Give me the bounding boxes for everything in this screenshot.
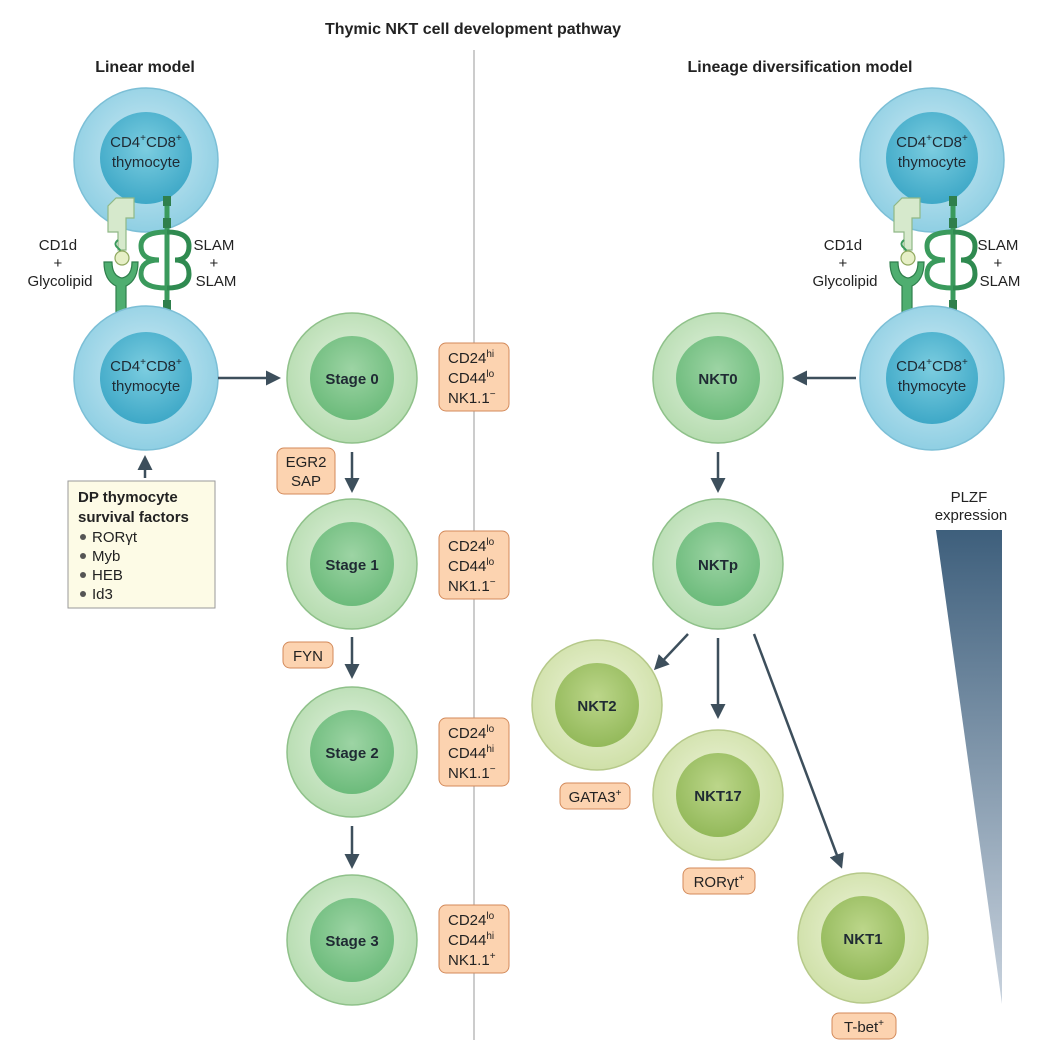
arrow-nktp-to-nkt2 [653, 633, 689, 671]
svg-text:CD44hi: CD44hi [448, 744, 494, 762]
survival-factor-list: RORγt Myb HEB Id3 [80, 529, 138, 603]
svg-text:CD4+CD8+: CD4+CD8+ [110, 133, 182, 151]
svg-text:CD4+CD8+: CD4+CD8+ [896, 133, 968, 151]
svg-text:FYN: FYN [293, 648, 323, 665]
svg-text:NK1.1−: NK1.1− [448, 764, 496, 782]
right-slam-label: SLAM + SLAM [977, 237, 1022, 290]
nkt0-cell: NKT0 [652, 312, 784, 444]
svg-text:NKT2: NKT2 [577, 698, 616, 715]
stage-2-cell: Stage 2 [286, 686, 418, 818]
fyn-box: FYN [282, 641, 334, 669]
right-cd1d-label: CD1d + Glycolipid [812, 237, 877, 290]
svg-text:CD44lo: CD44lo [448, 557, 495, 575]
survival-factor-item: HEB [92, 567, 123, 584]
svg-text:GATA3+: GATA3+ [569, 788, 622, 806]
right-bottom-thymocyte: CD4+CD8+ thymocyte [859, 305, 1005, 451]
nktp-cell: NKTp [652, 498, 784, 630]
left-slam-label: SLAM + SLAM [193, 237, 238, 290]
survival-factor-item: Id3 [92, 586, 113, 603]
stage-1-markers: CD24lo CD44lo NK1.1− [438, 530, 510, 600]
svg-text:NK1.1−: NK1.1− [448, 577, 496, 595]
left-top-thymocyte: CD4+CD8+ thymocyte [73, 87, 219, 233]
left-bottom-thymocyte: CD4+CD8+ thymocyte [73, 305, 219, 451]
svg-text:CD44lo: CD44lo [448, 369, 495, 387]
linear-model-heading: Linear model [95, 59, 195, 76]
svg-text:NKT0: NKT0 [698, 371, 737, 388]
svg-text:thymocyte: thymocyte [898, 154, 966, 171]
svg-text:SAP: SAP [291, 473, 321, 490]
gata3-box: GATA3+ [559, 782, 631, 810]
svg-text:Stage 3: Stage 3 [325, 933, 378, 950]
rorgt-box: RORγt+ [682, 867, 756, 895]
tbet-box: T-bet+ [831, 1012, 897, 1040]
svg-text:DP thymocyte: DP thymocyte [78, 489, 178, 506]
survival-factor-item: Myb [92, 548, 120, 565]
stage-0-markers: CD24hi CD44lo NK1.1− [438, 342, 510, 412]
left-cd1d-label: CD1d + Glycolipid [27, 237, 92, 290]
right-receptor-complex [889, 196, 978, 327]
svg-text:survival factors: survival factors [78, 509, 189, 526]
svg-text:CD24hi: CD24hi [448, 349, 494, 367]
svg-text:CD44hi: CD44hi [448, 931, 494, 949]
left-receptor-complex [103, 196, 192, 327]
right-top-thymocyte: CD4+CD8+ thymocyte [859, 87, 1005, 233]
svg-text:NKT17: NKT17 [694, 788, 742, 805]
plzf-gradient-wedge [936, 530, 1002, 1004]
svg-text:NK1.1+: NK1.1+ [448, 951, 496, 969]
survival-factors-box: DP thymocyte survival factors RORγt Myb … [67, 480, 216, 609]
svg-text:Stage 1: Stage 1 [325, 557, 378, 574]
arrow-nktp-to-nkt1 [752, 633, 844, 869]
diagram-title: Thymic NKT cell development pathway [325, 21, 621, 38]
svg-text:thymocyte: thymocyte [112, 154, 180, 171]
plzf-label: PLZF expression [935, 489, 1008, 524]
stage-2-markers: CD24lo CD44hi NK1.1− [438, 717, 510, 787]
lineage-model-heading: Lineage diversification model [688, 59, 913, 76]
svg-text:RORγt+: RORγt+ [694, 873, 745, 891]
svg-text:CD4+CD8+: CD4+CD8+ [110, 357, 182, 375]
survival-factor-item: RORγt [92, 529, 138, 546]
stage-1-cell: Stage 1 [286, 498, 418, 630]
stage-3-cell: Stage 3 [286, 874, 418, 1006]
svg-text:thymocyte: thymocyte [112, 378, 180, 395]
svg-text:Stage 2: Stage 2 [325, 745, 378, 762]
nkt17-cell: NKT17 [652, 729, 784, 861]
stage-0-cell: Stage 0 [286, 312, 418, 444]
svg-text:NK1.1−: NK1.1− [448, 389, 496, 407]
svg-text:EGR2: EGR2 [286, 454, 327, 471]
svg-text:T-bet+: T-bet+ [844, 1018, 884, 1036]
svg-text:CD4+CD8+: CD4+CD8+ [896, 357, 968, 375]
svg-text:CD24lo: CD24lo [448, 724, 495, 742]
svg-text:thymocyte: thymocyte [898, 378, 966, 395]
nkt1-cell: NKT1 [797, 872, 929, 1004]
svg-text:CD24lo: CD24lo [448, 911, 495, 929]
svg-text:NKT1: NKT1 [843, 931, 882, 948]
nkt2-cell: NKT2 [531, 639, 663, 771]
svg-text:Stage 0: Stage 0 [325, 371, 378, 388]
egr2-sap-box: EGR2 SAP [276, 447, 336, 495]
svg-text:NKTp: NKTp [698, 557, 738, 574]
svg-text:CD24lo: CD24lo [448, 537, 495, 555]
stage-3-markers: CD24lo CD44hi NK1.1+ [438, 904, 510, 974]
